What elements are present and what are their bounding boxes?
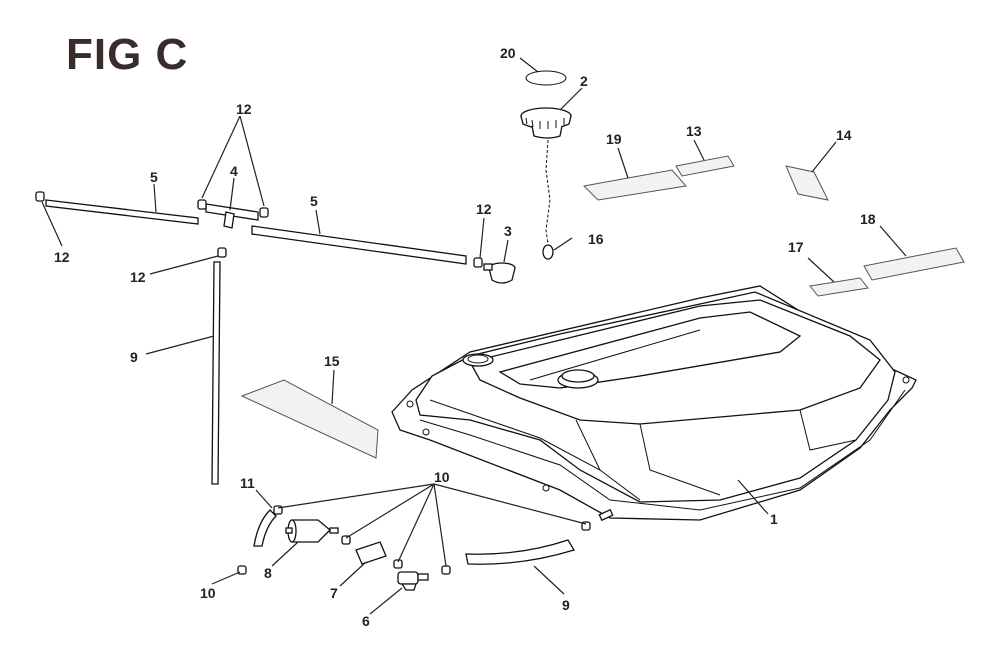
leader-lines	[41, 57, 907, 615]
callout-12: 12	[476, 201, 492, 217]
callout-2: 2	[580, 73, 588, 89]
vent-fitting	[483, 262, 516, 284]
fuel-valve	[397, 571, 429, 591]
callout-19: 19	[606, 131, 622, 147]
figure-title: FIG C	[66, 30, 189, 79]
callout-10: 10	[200, 585, 216, 601]
callout-14: 14	[836, 127, 852, 143]
fuel-tank	[391, 285, 917, 522]
hose-clamp	[35, 191, 483, 268]
callout-12: 12	[54, 249, 70, 265]
callout-6: 6	[362, 613, 370, 629]
callout-12: 12	[236, 101, 252, 117]
decal-15	[240, 379, 379, 459]
callout-12: 12	[130, 269, 146, 285]
decal-18	[863, 247, 965, 281]
callout-18: 18	[860, 211, 876, 227]
decal-19	[582, 169, 687, 201]
callout-7: 7	[330, 585, 338, 601]
callout-9: 9	[130, 349, 138, 365]
vent-tube	[211, 261, 221, 485]
cap-chain	[545, 139, 551, 245]
callout-1: 1	[770, 511, 778, 527]
callout-5: 5	[150, 169, 158, 185]
callout-13: 13	[686, 123, 702, 139]
tee-fitting	[205, 203, 259, 229]
lower-clamps	[237, 505, 591, 575]
fuel-filter	[285, 519, 339, 543]
fuel-line-right	[251, 225, 467, 265]
callout-16: 16	[588, 231, 604, 247]
callout-20: 20	[500, 45, 516, 61]
decal-14	[785, 165, 829, 201]
callout-15: 15	[324, 353, 340, 369]
cap-gasket	[525, 70, 567, 86]
decal-17	[809, 277, 869, 297]
callout-11: 11	[240, 475, 255, 491]
callout-5: 5	[310, 193, 318, 209]
hose-9-lower	[465, 539, 575, 565]
callout-17: 17	[788, 239, 804, 255]
fuel-cap	[520, 107, 572, 139]
callout-3: 3	[504, 223, 512, 239]
callout-9: 9	[562, 597, 570, 613]
callout-4: 4	[230, 163, 238, 179]
chain-ring	[542, 244, 554, 260]
callout-labels: 20 2 19 13 14 12 4 5 5 12 12 3 16 18 17 …	[54, 45, 876, 629]
fuel-line-left	[45, 199, 199, 225]
callout-10: 10	[434, 469, 450, 485]
callout-8: 8	[264, 565, 272, 581]
hose-7	[355, 541, 387, 565]
decal-13	[675, 155, 735, 177]
short-hose-11	[253, 509, 277, 547]
